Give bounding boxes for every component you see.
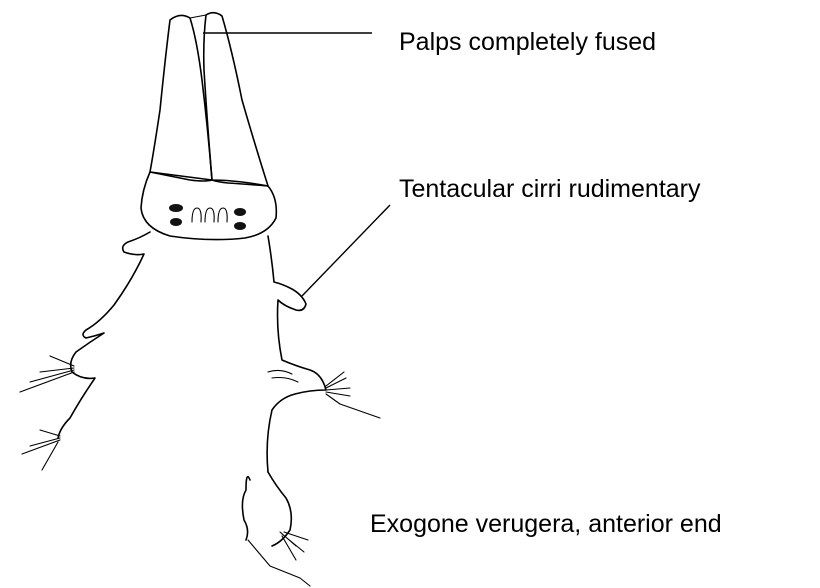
prostomium xyxy=(141,172,276,240)
label-tentacular-cirri: Tentacular cirri rudimentary xyxy=(399,177,701,202)
eye-spot-left-upper xyxy=(169,204,183,212)
eye-spot-left-lower xyxy=(170,218,182,226)
figure-caption: Exogone verugera, anterior end xyxy=(370,512,722,537)
chaetae xyxy=(20,356,380,586)
leader-tentacular-cirri xyxy=(302,205,390,296)
palps xyxy=(150,13,268,186)
label-palps: Palps completely fused xyxy=(399,30,656,55)
body-segments xyxy=(58,232,326,546)
eye-spot-right-lower xyxy=(234,222,246,230)
eye-spot-right-upper xyxy=(234,208,246,216)
